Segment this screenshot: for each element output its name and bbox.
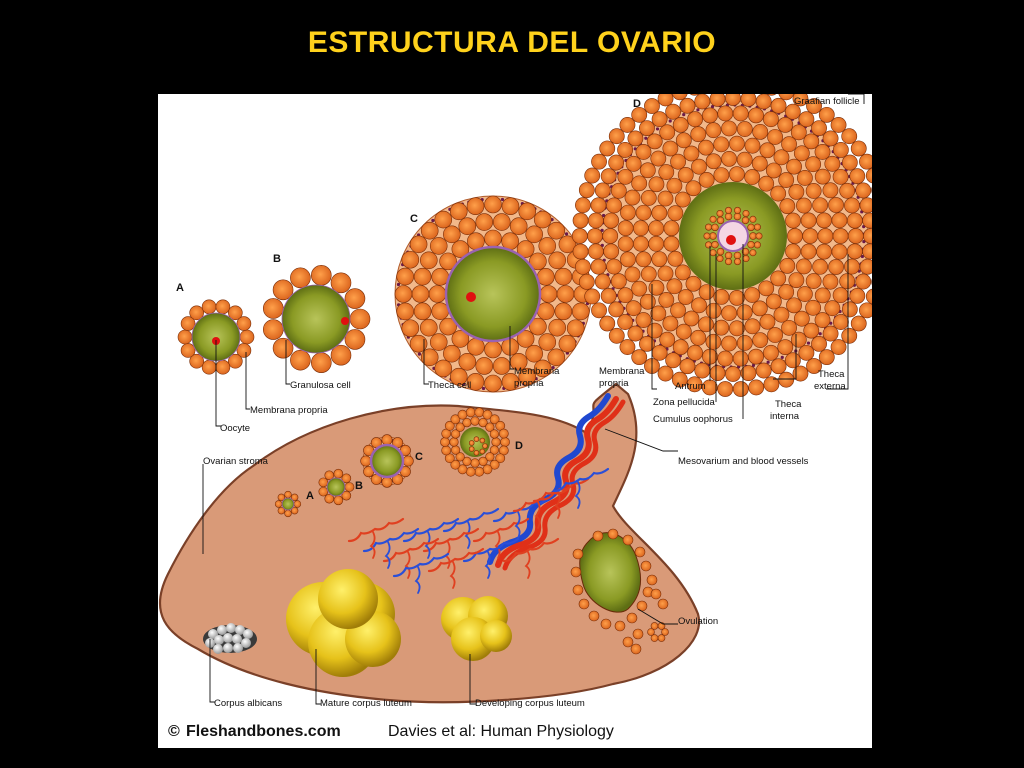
oocyte-label: Oocyte [220,423,250,434]
membrana-propria-d-label-1: Membrana [599,366,645,377]
graafian-follicle-label: Graafian follicle [794,96,859,107]
credit-line: © Fleshandbones.com Davies et al: Human … [168,723,614,740]
granulosa-cell-label: Granulosa cell [290,380,351,391]
primordial-follicle-a [177,299,255,375]
graafian-follicle-d [571,94,872,397]
ovulation-label: Ovulation [678,616,718,627]
theca-interna-label-1: Theca [775,399,802,410]
theca-externa-label-1: Theca [818,369,845,380]
ovary-stage-b-label: B [355,480,363,492]
theca-interna-label-2: interna [770,411,800,422]
copyright-symbol: © [168,723,180,740]
corpus-albicans [203,623,257,654]
mature-corpus-luteum-label: Mature corpus luteum [320,698,412,709]
membrana-propria-label: Membrana propria [250,405,328,416]
secondary-follicle-c [394,195,592,393]
credit-site: Fleshandbones.com [186,723,341,740]
stage-d-label: D [633,98,641,110]
leader-lines [202,94,865,705]
ovary-follicle-b [318,468,355,506]
antrum-label: Antrum [675,381,706,392]
membrana-propria-d-label-2: propria [599,378,629,389]
slide-title: ESTRUCTURA DEL OVARIO [307,26,717,59]
ovary-stage-a-label: A [306,490,314,502]
stage-b-label: B [273,253,281,265]
theca-externa-label-2: externa [814,381,846,392]
stage-a-label: A [176,282,184,294]
primary-follicle-b [262,265,371,373]
ovary-diagram-panel: A B C D A B C D Oocyte Membrana propria … [158,94,872,748]
ovary-diagram: A B C D A B C D Oocyte Membrana propria … [158,94,872,740]
stage-c-label: C [410,213,418,225]
ovulating-follicle [570,528,669,655]
ovary-stage-c-label: C [415,451,423,463]
cumulus-oophorus-label: Cumulus oophorus [653,414,733,425]
ovarian-stroma-label: Ovarian stroma [203,456,269,467]
membrana-propria-c-label-1: Membrana [514,366,560,377]
corpus-albicans-label: Corpus albicans [214,698,282,709]
membrana-propria-c-label-2: propria [514,378,544,389]
mesovarium-label: Mesovarium and blood vessels [678,456,809,467]
ovary-follicle-c [360,434,414,488]
developing-corpus-luteum [441,596,512,661]
blood-vessels [347,393,626,594]
credit-source: Davies et al: Human Physiology [388,723,614,740]
zona-pellucida-label: Zona pellucida [653,397,716,408]
theca-cell-label: Theca cell [428,380,471,391]
ovary-stage-d-label: D [515,440,523,452]
developing-corpus-luteum-label: Developing corpus luteum [475,698,585,709]
ovary-follicle-a [274,490,302,518]
mature-corpus-luteum [286,569,401,677]
ovary-follicle-d [440,407,510,477]
